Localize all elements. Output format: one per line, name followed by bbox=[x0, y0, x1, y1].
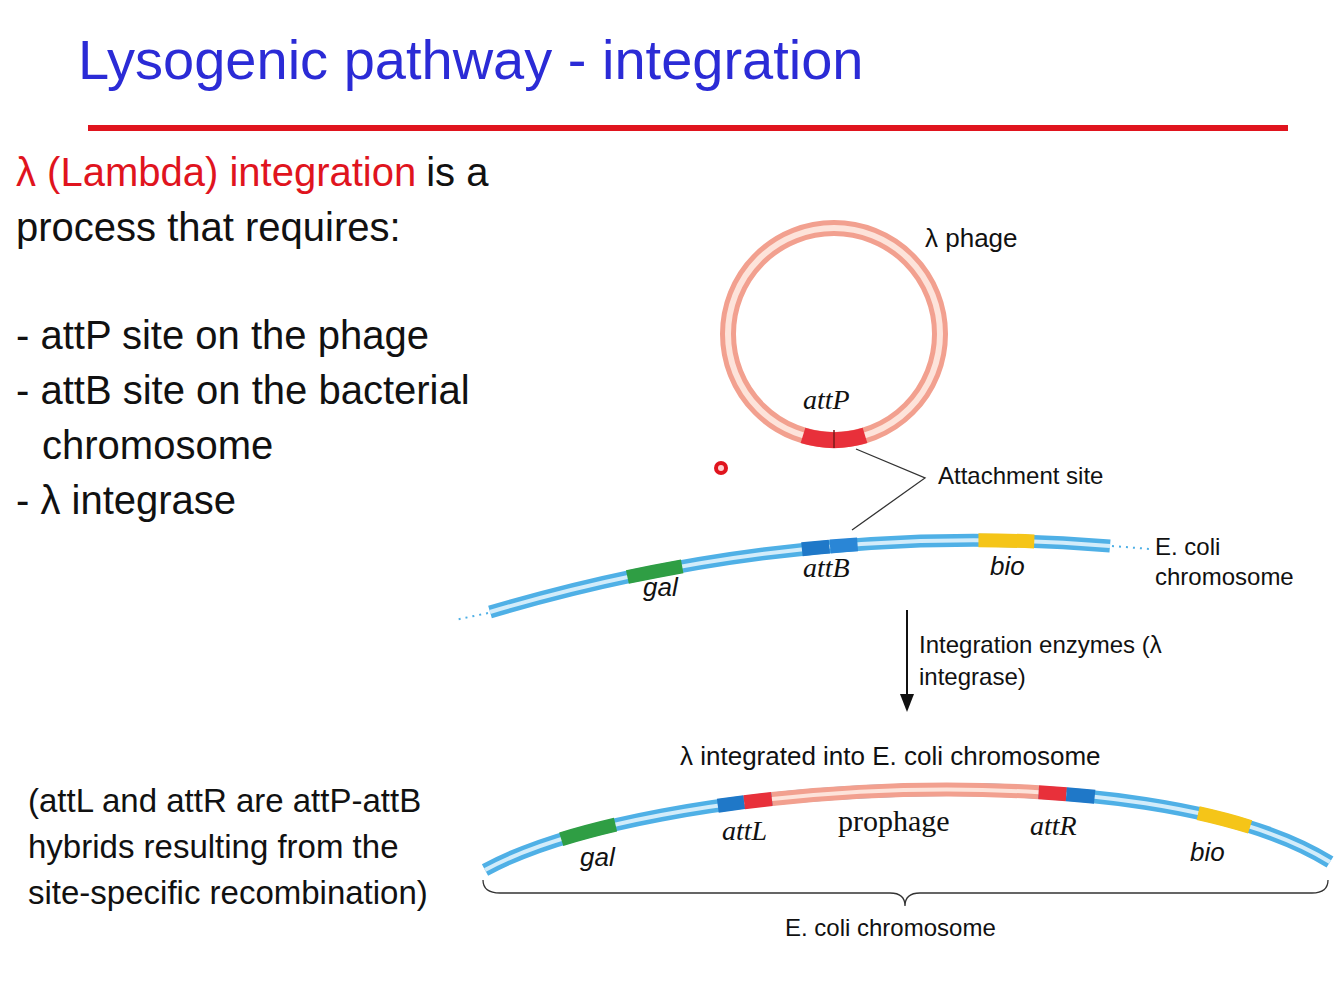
chromosome-label: E. coli chromosome bbox=[1155, 532, 1327, 592]
connector-line bbox=[906, 610, 908, 696]
arrow-head bbox=[900, 694, 914, 712]
bullet-item: - λ integrase bbox=[16, 473, 586, 528]
bullet-item: - attP site on the phage bbox=[16, 308, 586, 363]
chromosome-label: E. coli chromosome bbox=[785, 914, 996, 942]
phage-ring-core bbox=[728, 228, 940, 440]
chromosome-dots bbox=[1112, 546, 1150, 549]
attb-site bbox=[490, 540, 1110, 612]
phage-label: λ phage bbox=[925, 224, 1018, 254]
gene-label: bio bbox=[1190, 838, 1225, 868]
site-label: attP bbox=[803, 384, 850, 416]
callout-label: Attachment site bbox=[938, 462, 1103, 490]
attb-site bbox=[490, 540, 1110, 612]
site-label: attB bbox=[803, 552, 850, 584]
bullet-item: - attB site on the bacterial chromosome bbox=[16, 363, 586, 473]
title-rule bbox=[88, 125, 1288, 131]
chromosome-band: gal attB bio E. coli chromosome bbox=[480, 525, 1330, 610]
phage-ring bbox=[728, 228, 940, 440]
pointer-dot bbox=[714, 461, 728, 475]
brace bbox=[483, 880, 1328, 906]
intro-text: λ (Lambda) integrationis a process that … bbox=[16, 145, 591, 255]
site-label: attL bbox=[722, 815, 767, 847]
edge-label: Integration enzymes (λ integrase) bbox=[919, 629, 1194, 693]
gene-label: bio bbox=[990, 552, 1025, 582]
attp-divider bbox=[833, 430, 835, 448]
highlight-text: λ (Lambda) integration bbox=[16, 150, 416, 194]
chromosome-core bbox=[490, 540, 1110, 612]
gene-label: gal bbox=[643, 573, 678, 603]
gal-gene bbox=[490, 540, 1110, 612]
chromosome-dots bbox=[455, 613, 488, 620]
bio-gene bbox=[490, 540, 1110, 612]
chromosome-band bbox=[490, 540, 1110, 612]
prophage-label: prophage bbox=[838, 804, 950, 839]
leader-line bbox=[852, 449, 925, 530]
phage-circle: λ phage attP bbox=[720, 215, 1050, 450]
pointer-dot-core bbox=[718, 465, 724, 471]
footnote: (attL and attR are attP-attB hybrids res… bbox=[28, 778, 448, 916]
gene-label: gal bbox=[580, 843, 615, 873]
site-label: attR bbox=[1030, 810, 1077, 842]
band-heading: λ integrated into E. coli chromosome bbox=[680, 742, 1101, 772]
connector-arrow bbox=[900, 610, 914, 712]
chromosome-band: λ integrated into E. coli chromosome gal a… bbox=[478, 712, 1330, 952]
slide-title: Lysogenic pathway - integration bbox=[78, 28, 864, 92]
